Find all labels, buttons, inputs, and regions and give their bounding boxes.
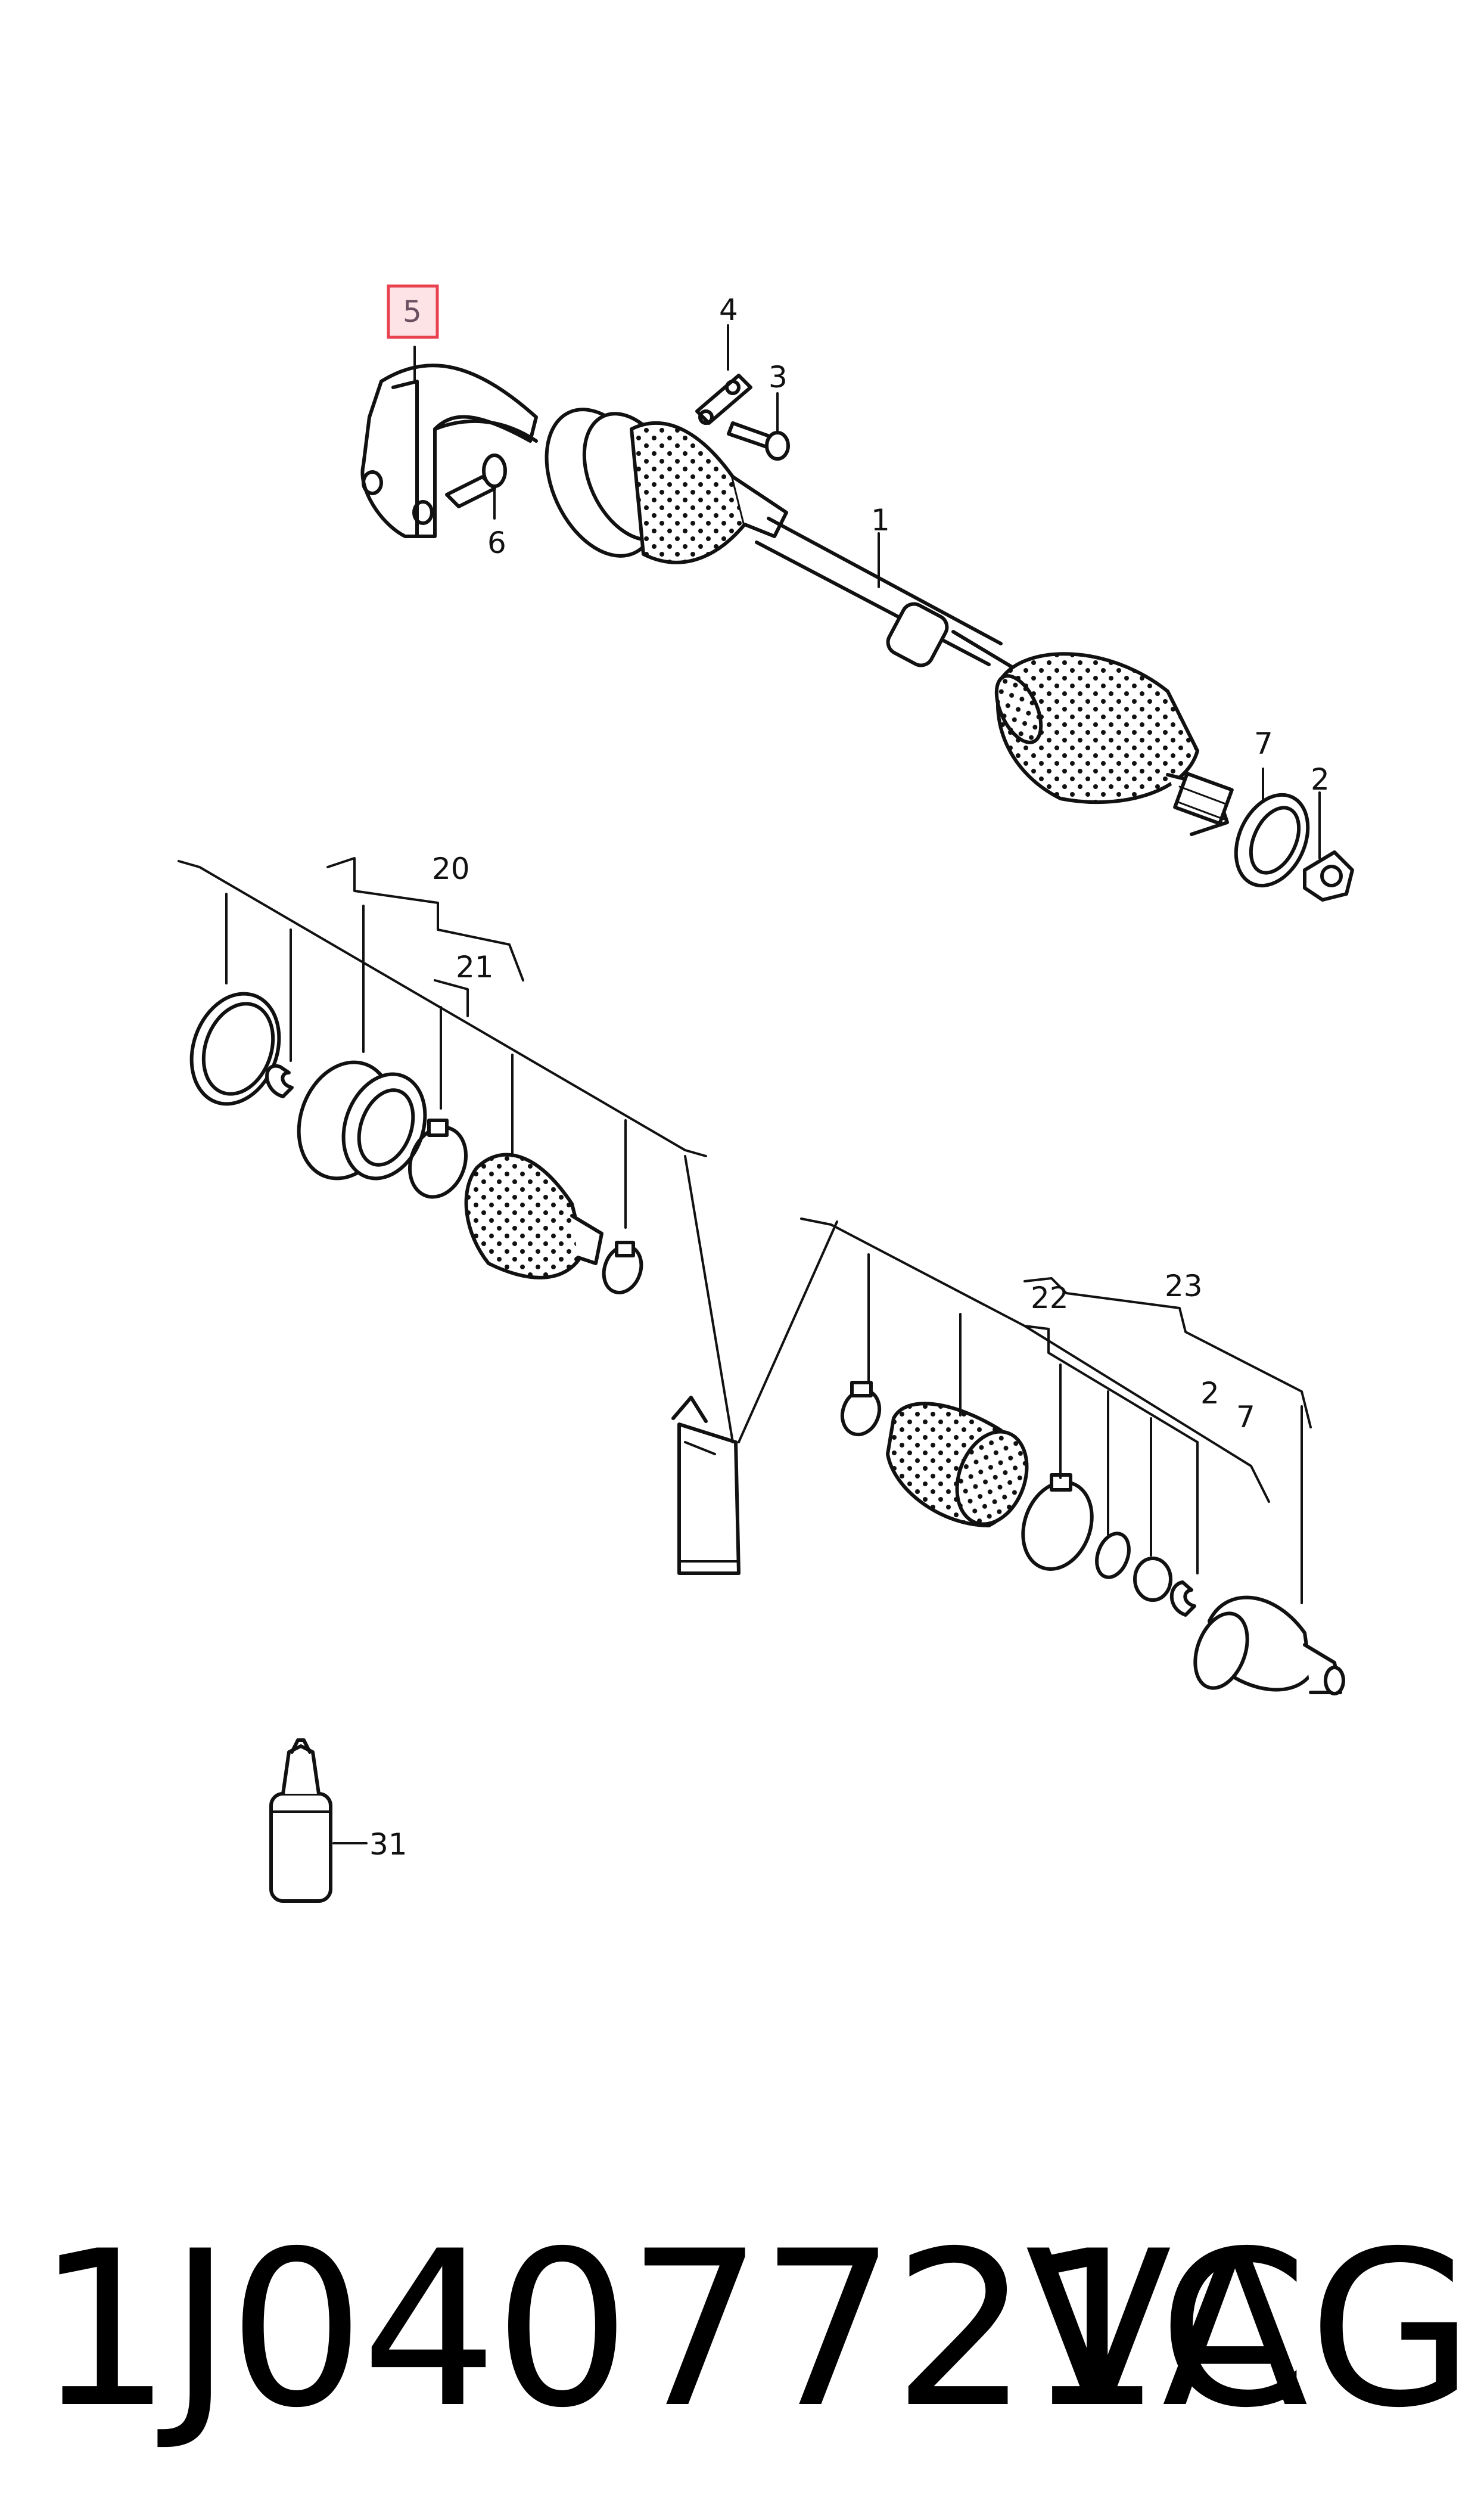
brand-label: VAG <box>1025 2205 1478 2455</box>
callout-2-lower: 2 <box>1200 1376 1219 1411</box>
leader-lines <box>178 324 1321 1844</box>
callout-21: 21 <box>456 950 494 984</box>
callout-2: 2 <box>1311 762 1330 797</box>
callout-7: 7 <box>1254 726 1273 761</box>
sealant-bottle <box>269 1738 332 1903</box>
callout-4: 4 <box>719 293 738 327</box>
footer: 1J0407721C VAG <box>0 2205 1484 2455</box>
bracket-part-4 <box>695 374 752 425</box>
callout-labels: 5 4 3 6 1 7 2 20 21 22 23 2 7 31 <box>369 293 1330 1862</box>
bolt-part-6 <box>445 454 507 508</box>
highlight-box-5 <box>387 284 439 339</box>
callout-6: 6 <box>487 526 506 560</box>
callout-5: 5 <box>403 294 422 329</box>
inner-joint-kit <box>189 992 643 1294</box>
outer-joint-kit <box>840 1381 1345 1695</box>
callout-22: 22 <box>1031 1281 1069 1315</box>
callout-20: 20 <box>432 852 470 886</box>
callout-7-lower: 7 <box>1236 1400 1255 1434</box>
heat-shield <box>360 364 538 538</box>
part-number: 1J0407721C <box>36 2205 1308 2455</box>
nut-part-2 <box>1303 850 1354 902</box>
callout-1: 1 <box>871 503 890 538</box>
callout-23: 23 <box>1165 1269 1203 1303</box>
exploded-parts-diagram: 5 4 3 6 1 7 2 20 21 22 23 2 7 31 <box>178 284 1354 1903</box>
drive-shaft-assembly <box>545 408 1234 836</box>
bolt-part-3 <box>727 421 790 461</box>
seal-ring-part-7 <box>1234 793 1310 888</box>
callout-3: 3 <box>769 360 788 395</box>
grease-tube <box>671 1396 741 1575</box>
callout-31: 31 <box>369 1827 407 1862</box>
